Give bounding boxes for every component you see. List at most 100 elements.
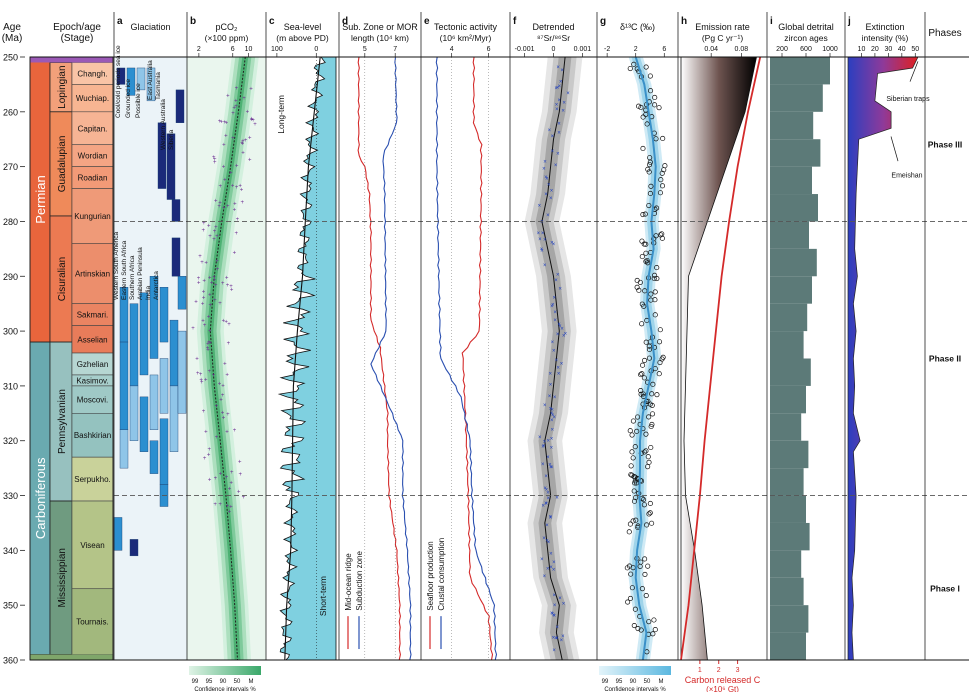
stage-box-capitan — [71, 111, 114, 146]
glaciation-label: Siberia — [168, 129, 175, 150]
pco2-point: + — [213, 502, 217, 508]
pco2-point: + — [213, 229, 217, 235]
sr-point: × — [550, 418, 554, 424]
pco2-point: + — [221, 393, 225, 399]
d13c-point — [640, 211, 646, 218]
sr-point: × — [552, 242, 556, 248]
d13c-point — [638, 387, 644, 394]
pco2-point: + — [219, 397, 223, 403]
d13c-point — [647, 162, 653, 168]
pco2-point: + — [235, 185, 239, 191]
d13c-point — [642, 556, 648, 562]
annotation-arrow — [890, 136, 899, 162]
pco2-point: + — [208, 478, 212, 484]
d13c-point — [646, 414, 652, 420]
d13c-point — [639, 321, 645, 327]
sr-point: × — [556, 365, 560, 371]
pco2-point: + — [202, 221, 206, 227]
glaciation-label: Arabian Peninsula — [137, 247, 144, 300]
sr-point: × — [552, 648, 556, 654]
epoch-header-line1: Epoch/age — [53, 22, 101, 33]
stage-box-kungurian — [71, 188, 114, 244]
d13c-point — [658, 177, 664, 183]
legend-label: Subduction zone — [355, 551, 364, 611]
legend-label: Mid-ocean ridge — [344, 553, 353, 611]
pco2-point: + — [221, 281, 225, 287]
pco2-point: + — [222, 165, 226, 171]
d13c-smoothed-line — [634, 56, 657, 661]
d13c-point — [649, 391, 655, 397]
pco2-point: + — [197, 280, 201, 286]
pco2-point: + — [202, 228, 206, 234]
d13c-point — [648, 183, 654, 189]
glaciation-bar — [149, 276, 159, 359]
d13c-point — [649, 411, 656, 417]
sr-point: × — [538, 204, 542, 210]
ci-legend-caption: Confidence intervals % — [194, 687, 256, 692]
pco2-point: + — [233, 201, 237, 207]
panel-letter: i — [770, 16, 773, 27]
pco2-point: + — [230, 470, 234, 476]
x-tick-label: 0.08 — [735, 46, 749, 53]
sr-point: × — [549, 565, 553, 571]
pco2-point: + — [249, 87, 253, 93]
zircon-bar — [770, 84, 823, 112]
sr-point: × — [549, 196, 553, 202]
sr-point: × — [553, 296, 557, 302]
d13c-point — [643, 448, 649, 454]
d13c-point — [638, 104, 644, 111]
pco2-point: + — [225, 121, 229, 127]
panel-xlabel: length (10⁴ km) — [351, 33, 409, 43]
d13c-point — [654, 265, 660, 271]
d13c-point — [641, 375, 647, 381]
stage-box-tournais — [71, 588, 114, 655]
sr-point: × — [555, 496, 559, 502]
pco2-point: + — [231, 111, 235, 117]
d13c-point — [648, 88, 654, 94]
sr-point: × — [546, 438, 550, 444]
glaciation-bar — [159, 418, 169, 485]
stage-label: Roadian — [78, 174, 108, 183]
carbon-axis-label: Carbon released C — [685, 675, 761, 685]
stage-box-visean — [71, 500, 114, 590]
sr-point: × — [552, 560, 556, 566]
sr-point: × — [545, 539, 549, 545]
annotation-arrow — [909, 61, 919, 82]
pco2-point: + — [218, 200, 222, 206]
x-tick-label: 6 — [487, 46, 491, 53]
annotation-long-term: Long-term — [276, 95, 286, 134]
panel-xlabel: ⁸⁷Sr/⁸⁶Sr — [537, 33, 570, 43]
pco2-point: + — [226, 412, 230, 418]
phases-header: Phases — [928, 28, 961, 39]
pco2-point: + — [216, 267, 220, 273]
d13c-point — [630, 418, 636, 424]
pco2-point: + — [201, 318, 205, 324]
d13c-point — [642, 571, 648, 577]
glaciation-bar — [129, 539, 139, 557]
pco2-point: + — [199, 372, 203, 378]
annotation-short-term: Short-term — [318, 576, 328, 616]
carbon-tick-label: 3 — [736, 667, 740, 674]
sr-point: × — [544, 474, 548, 480]
sea-level-area — [277, 56, 337, 661]
annotation-emeishan: Emeishan — [891, 173, 922, 180]
d13c-point — [640, 114, 646, 120]
pco2-point: + — [224, 320, 228, 326]
d13c-point — [644, 257, 650, 264]
d13c-point — [631, 61, 637, 67]
sr-point: × — [549, 465, 553, 471]
sr-point: × — [551, 134, 555, 140]
d13c-point — [646, 459, 652, 465]
glaciation-bar — [171, 237, 181, 277]
pco2-point: + — [208, 303, 212, 309]
pco2-point: + — [223, 361, 227, 367]
age-tick-label: 260 — [3, 107, 18, 117]
d13c-point — [628, 463, 634, 469]
triassic-strip — [30, 57, 113, 63]
pco2-point: + — [222, 416, 226, 422]
sr-point: × — [560, 68, 564, 74]
sr-point: × — [551, 612, 555, 618]
sr-point: × — [553, 395, 557, 401]
glaciation-bar — [149, 440, 159, 474]
